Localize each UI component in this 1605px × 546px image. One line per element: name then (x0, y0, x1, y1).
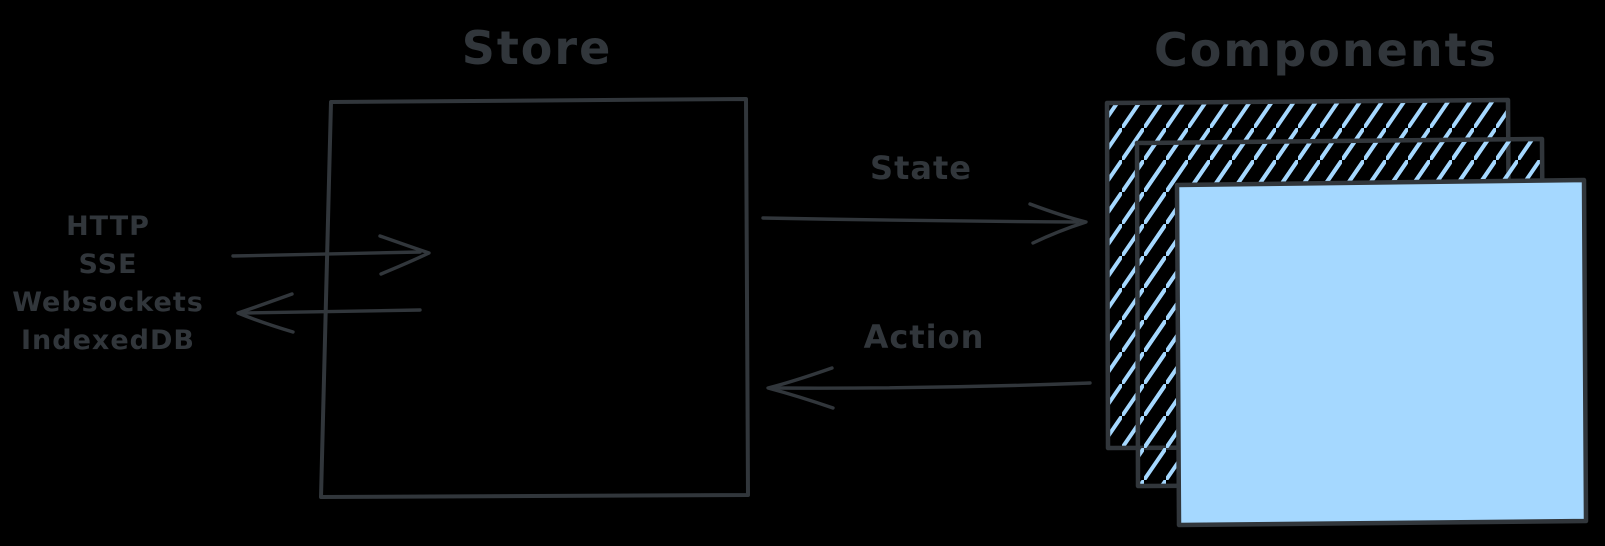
store-title: Store (461, 21, 613, 75)
store-box (319, 97, 750, 499)
transport-request-arrow (231, 234, 431, 276)
transport-item-websockets: Websockets (12, 287, 204, 318)
component-card-front (1174, 177, 1589, 528)
action-label: Action (863, 318, 985, 356)
components-stack (1104, 97, 1589, 528)
state-label: State (870, 149, 972, 187)
transport-list: HTTP SSE Websockets IndexedDB (8, 208, 208, 360)
transport-item-sse: SSE (78, 249, 138, 280)
components-title: Components (1154, 23, 1498, 77)
action-arrow (766, 366, 1092, 410)
state-arrow (761, 202, 1088, 245)
transport-response-arrow (236, 292, 422, 334)
transport-item-indexeddb: IndexedDB (21, 325, 195, 356)
transport-item-http: HTTP (66, 211, 150, 242)
